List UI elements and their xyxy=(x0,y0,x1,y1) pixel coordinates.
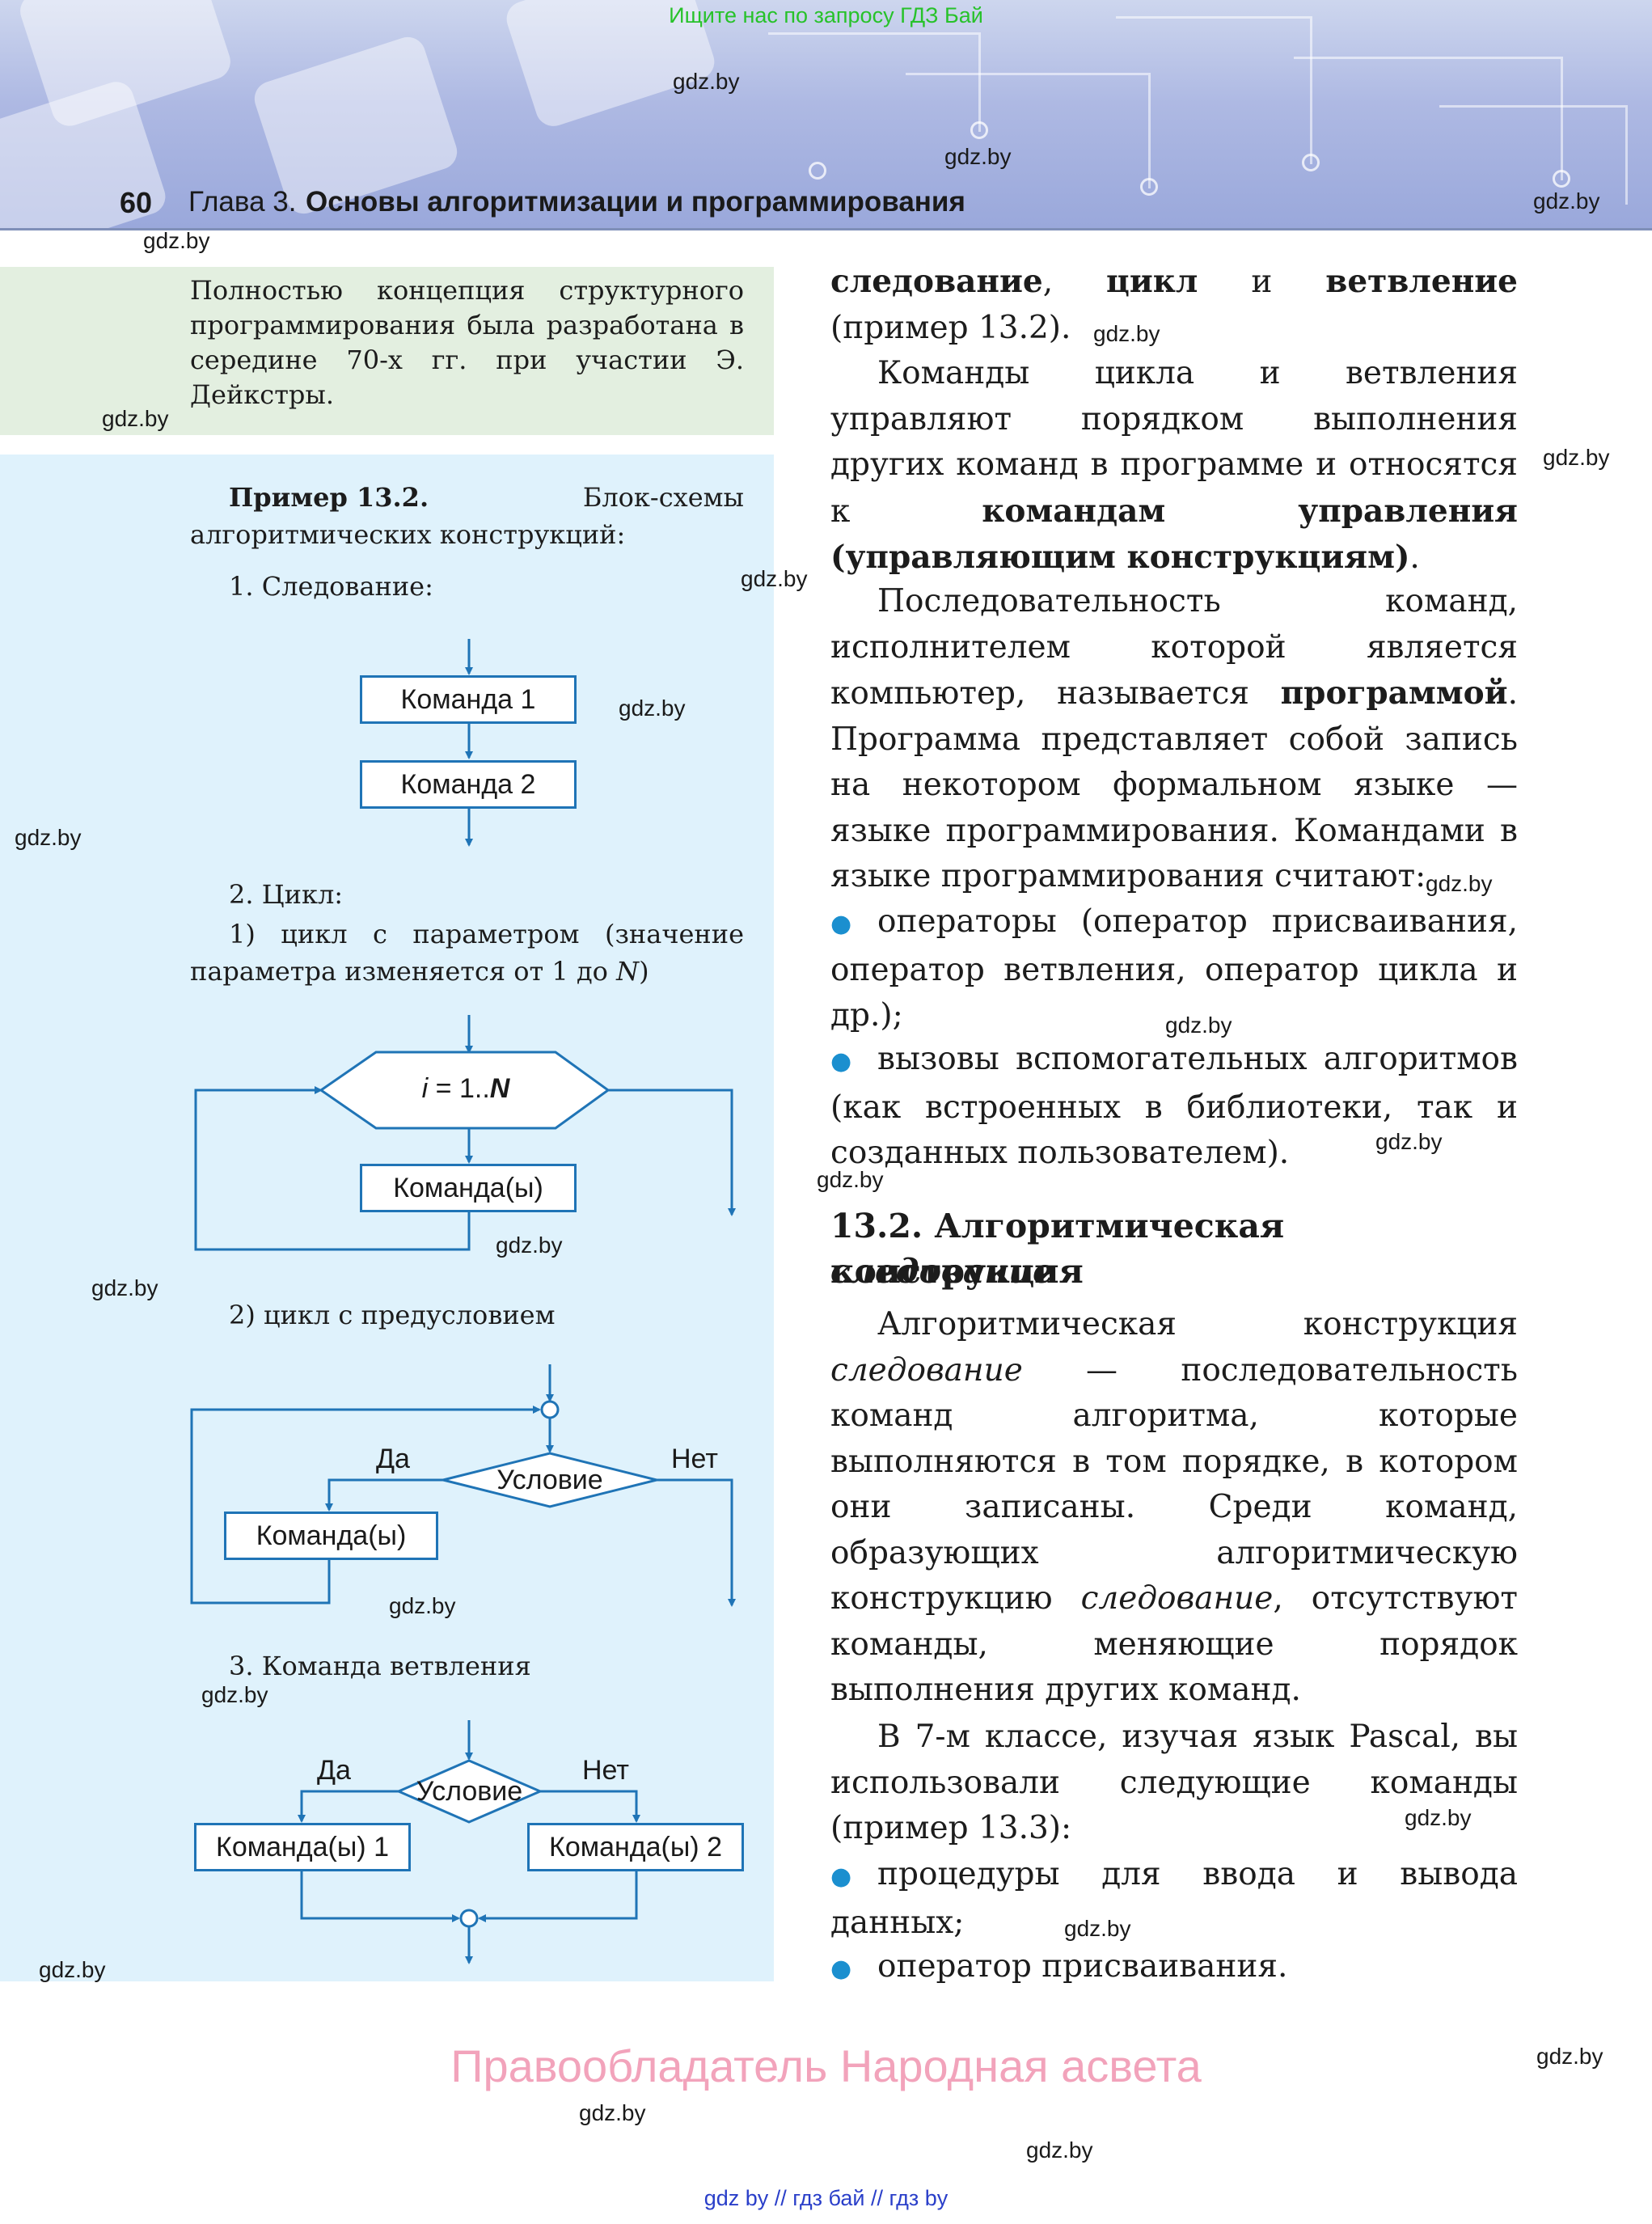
watermark: gdz.by xyxy=(1165,1013,1232,1038)
term-branch: ветвление xyxy=(1325,263,1518,300)
branch-command-1: Команда(ы) 1 xyxy=(194,1823,411,1871)
loop-parameter-var: N xyxy=(616,956,640,987)
top-promo-text: Ищите нас по запросу ГДЗ Бай xyxy=(669,3,983,27)
term-loop: цикл xyxy=(1106,263,1198,300)
copyright-notice: Правообладатель Народная асвета xyxy=(450,2040,1202,2091)
watermark: gdz.by xyxy=(201,1682,268,1707)
term-control-commands: командам управления (управляющим констру… xyxy=(830,492,1518,577)
text-def-body: — последовательность команд алгоритма, к… xyxy=(830,1351,1518,1617)
bullet-io-procedures: ●процедуры для ввода и вывода данных; xyxy=(830,1852,1518,1946)
item-loop-label: 2. Цикл: xyxy=(229,879,344,910)
bullet-operators: ●операторы (оператор присваивания, опера… xyxy=(830,899,1518,1039)
watermark: gdz.by xyxy=(15,825,82,850)
watermark: gdz.by xyxy=(102,406,169,431)
bullet-dot: ● xyxy=(830,1047,852,1076)
loop-parameter-text: 1) цикл с параметром (значение параметра… xyxy=(190,919,744,987)
watermark: gdz.by xyxy=(1536,2044,1603,2069)
text-program-rest: . Программа представляет собой запись на… xyxy=(830,675,1518,894)
branch-command-2: Команда(ы) 2 xyxy=(527,1823,744,1871)
text-control-intro: Команды цикла и ветвления управляют поря… xyxy=(830,355,1518,530)
note-box xyxy=(0,267,774,435)
branch-condition: Условие xyxy=(416,1776,523,1807)
watermark: gdz.by xyxy=(1543,445,1610,470)
page-number: 60 xyxy=(120,186,153,219)
loop-parameter-command: Команда(ы) xyxy=(360,1164,577,1212)
loop-var-i: i xyxy=(421,1073,429,1104)
watermark: gdz.by xyxy=(389,1593,456,1618)
watermark: gdz.by xyxy=(91,1275,158,1300)
chapter-label: Глава 3. xyxy=(188,186,297,218)
chapter-title: Основы алгоритмизации и программирования xyxy=(306,186,965,218)
section-subtitle: следование xyxy=(830,1252,1054,1291)
loop-parameter-suffix: ) xyxy=(639,956,649,987)
watermark: gdz.by xyxy=(1026,2137,1093,2163)
sequence-command-2: Команда 2 xyxy=(360,760,577,809)
text-example-ref: (пример 13.2). xyxy=(830,309,1071,346)
text-sep: , xyxy=(1042,264,1107,300)
bullet-operators-text: операторы (оператор присваивания, операт… xyxy=(830,903,1518,1034)
watermark: gdz.by xyxy=(673,69,740,94)
loop-range-text: = 1.. xyxy=(428,1073,490,1104)
loop-precondition-command: Команда(ы) xyxy=(224,1512,438,1560)
watermark: gdz.by xyxy=(1405,1805,1472,1830)
watermark: gdz.by xyxy=(619,696,686,721)
bullet-io-text: процедуры для ввода и вывода данных; xyxy=(830,1856,1518,1941)
loop-var-n: N xyxy=(489,1073,510,1104)
loop-parameter-label: 1) цикл с параметром (значение параметра… xyxy=(190,915,744,990)
header-banner xyxy=(0,0,1652,228)
bottom-promo-text: gdz by // гдз бай // гдз by xyxy=(703,2186,949,2210)
term-program: программой xyxy=(1280,674,1508,712)
term-sequence: следование xyxy=(830,263,1043,300)
watermark: gdz.by xyxy=(1426,871,1493,896)
watermark: gdz.by xyxy=(496,1233,563,1258)
section-title: 13.2. Алгоритмическая конструкция xyxy=(830,1207,1285,1291)
loop-precondition-label: 2) цикл с предусловием xyxy=(229,1300,556,1330)
loop-yes-label: Да xyxy=(376,1444,410,1474)
branch-no-label: Нет xyxy=(582,1755,629,1786)
watermark: gdz.by xyxy=(817,1167,884,1192)
watermark: gdz.by xyxy=(741,566,808,591)
paragraph-constructs: следование, цикл и ветвление (пример 13.… xyxy=(830,259,1518,351)
loop-parameter-range: i = 1..N xyxy=(376,1073,556,1105)
text-period: . xyxy=(1409,539,1420,576)
paragraph-control-commands: Команды цикла и ветвления управляют поря… xyxy=(830,351,1518,581)
watermark: gdz.by xyxy=(39,1957,106,1982)
bullet-dot: ● xyxy=(830,1955,852,1983)
bullet-calls: ●вызовы вспомогательных алгоритмов (как … xyxy=(830,1037,1518,1177)
bullet-assignment: ● оператор присваивания. xyxy=(830,1944,1518,1993)
example-title: Пример 13.2. Блок-схемы алгоритмических … xyxy=(190,479,744,553)
example-title-rest: Блок-схемы алгоритмических конструкций: xyxy=(190,482,744,550)
text-def-end: , отсутствуют команды, меняющие порядок … xyxy=(830,1580,1518,1708)
item-branch-label: 3. Команда ветвления xyxy=(229,1651,531,1681)
paragraph-sequence-definition: Алгоритмическая конструкция следование —… xyxy=(830,1302,1518,1714)
bullet-dot: ● xyxy=(830,910,852,938)
watermark: gdz.by xyxy=(1064,1916,1131,1941)
item-sequence-label: 1. Следование: xyxy=(229,571,433,602)
watermark: gdz.by xyxy=(579,2100,646,2125)
paragraph-pascal: В 7-м классе, изучая язык Pascal, вы исп… xyxy=(830,1719,1518,1846)
branch-yes-label: Да xyxy=(317,1755,351,1786)
bullet-assignment-text: оператор присваивания. xyxy=(877,1948,1288,1985)
text-and: и xyxy=(1198,264,1326,300)
term-sequence-italic: следование xyxy=(830,1351,1023,1389)
text-program-intro: Последовательность команд, исполнителем … xyxy=(830,583,1518,712)
note-text: Полностью концепция структурного програм… xyxy=(190,275,744,410)
term-sequence-italic-2: следование xyxy=(1080,1580,1274,1617)
sequence-command-1: Команда 1 xyxy=(360,675,577,724)
watermark: gdz.by xyxy=(1093,321,1160,346)
example-title-bold: Пример 13.2. xyxy=(229,482,429,513)
loop-no-label: Нет xyxy=(671,1444,718,1474)
bullet-dot: ● xyxy=(830,1862,852,1891)
bullet-calls-text: вызовы вспомогательных алгоритмов (как в… xyxy=(830,1041,1518,1171)
watermark: gdz.by xyxy=(944,144,1012,169)
watermark: gdz.by xyxy=(1533,188,1600,214)
text-def-intro: Алгоритмическая конструкция xyxy=(877,1306,1518,1342)
watermark: gdz.by xyxy=(1375,1129,1443,1154)
watermark: gdz.by xyxy=(143,228,210,253)
paragraph-program: Последовательность команд, исполнителем … xyxy=(830,579,1518,900)
header-divider xyxy=(0,228,1652,230)
loop-condition: Условие xyxy=(496,1465,603,1495)
